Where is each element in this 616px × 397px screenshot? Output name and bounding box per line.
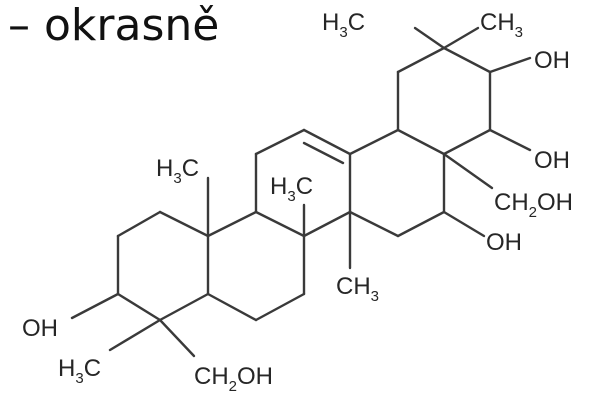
label-oh-lower-right: OH — [486, 229, 522, 256]
label-h3c-mid-left: H3C — [156, 155, 199, 187]
bond — [206, 292, 258, 322]
label-top-right-methyl: CH3 — [480, 9, 523, 41]
label-ch2oh-bottom: CH2OH — [194, 363, 273, 395]
bond — [302, 128, 352, 156]
label-h3c-mid-center: H3C — [270, 173, 313, 205]
bond — [116, 292, 162, 322]
label-ch2oh-right: CH2OH — [494, 189, 573, 221]
bond — [348, 210, 400, 238]
bond — [254, 128, 306, 156]
bond — [442, 152, 494, 190]
bond — [442, 128, 492, 156]
bond — [442, 210, 486, 238]
atom-labels: H3C CH3 OH OH CH2OH OH H3C H3C CH3 OH H3… — [22, 9, 573, 395]
bond — [116, 210, 162, 238]
bond — [488, 128, 532, 152]
bond — [488, 56, 532, 74]
bond — [442, 26, 480, 50]
label-ch3-center: CH3 — [336, 273, 379, 305]
bond — [396, 210, 446, 238]
bond — [108, 318, 162, 352]
label-h3c-bottom: H3C — [58, 355, 101, 387]
bond — [254, 292, 306, 322]
bond — [348, 128, 400, 156]
bond — [442, 46, 492, 74]
bond — [254, 210, 306, 238]
bond — [158, 292, 210, 322]
label-top-left-methyl: H3C — [322, 9, 365, 41]
label-oh-top: OH — [534, 47, 570, 74]
bonds — [70, 26, 532, 358]
bond — [302, 210, 352, 238]
bond — [206, 210, 258, 238]
bond — [396, 46, 446, 74]
bond — [158, 210, 210, 238]
label-oh-middle: OH — [534, 147, 570, 174]
double-bond-inner — [302, 141, 345, 165]
bond — [70, 292, 120, 320]
heading-text: – okrasně — [8, 0, 220, 51]
bond — [158, 318, 196, 358]
bond — [413, 26, 446, 50]
bond — [396, 128, 446, 156]
label-oh-left: OH — [22, 315, 58, 342]
